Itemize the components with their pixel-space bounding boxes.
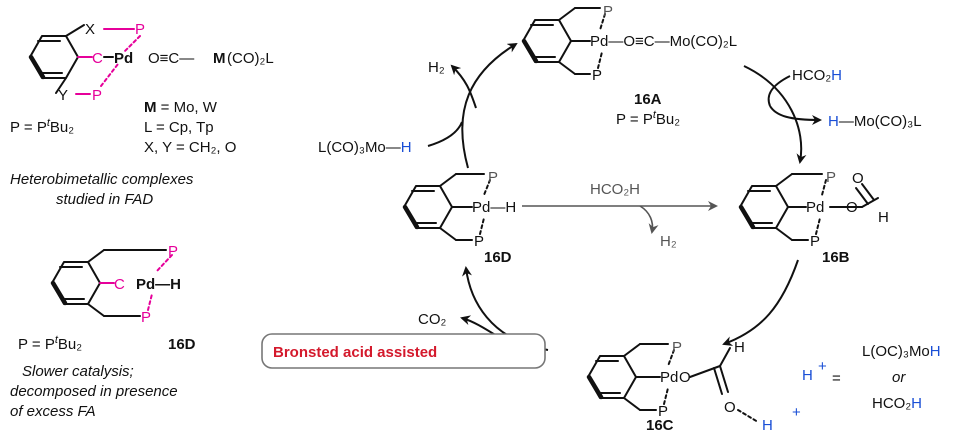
legend-line3: HCO₂H [872, 395, 922, 412]
atom-PdH: Pd—H [136, 276, 181, 293]
P-definition-16A: P = PtBu₂ [616, 109, 680, 128]
atom-C: C [92, 50, 103, 67]
P-definition: P = PtBu₂ [10, 117, 74, 136]
atom-Pd: Pd [806, 199, 824, 216]
label-16D-left: 16D [168, 336, 196, 353]
atom-M: M [213, 50, 226, 67]
atom-Pd: Pd [660, 369, 678, 386]
M-definition: M = Mo, W [144, 99, 218, 116]
H-plus-sign: + [792, 404, 801, 421]
legend-line1: L(OC)₃MoH [862, 343, 941, 360]
atom-H: H [734, 339, 745, 356]
arrow-H2-mid-release [639, 205, 659, 234]
reagent-LMoH: L(CO)₃Mo—H [318, 139, 412, 156]
bronsted-badge-text: Bronsted acid assisted [273, 344, 437, 361]
label-16D-cycle: 16D [484, 249, 512, 266]
atom-Pd: Pd [114, 50, 133, 67]
note-excess-FA: of excess FA [10, 403, 96, 420]
chain-ML: (CO)₂L [227, 50, 274, 67]
H-plus: H [762, 417, 773, 434]
caption-FAD: studied in FAD [56, 191, 153, 208]
atom-P-bot: P [810, 233, 820, 250]
heterobimetallic-complex-structure: X P C Pd O≡C— M (CO)₂L Y P [28, 21, 274, 104]
reagent-H2-top: H₂ [428, 59, 445, 76]
reagent-HCO2H-mid: HCO₂H [590, 181, 640, 198]
arrow-16A-to-16B [743, 65, 807, 164]
arrow-HMo-out [769, 105, 822, 125]
atom-P-bot: P [474, 233, 484, 250]
atom-P-bot: P [592, 67, 602, 84]
atom-P-top: P [168, 243, 178, 260]
L-definition: L = Cp, Tp [144, 119, 214, 136]
label-16B: 16B [822, 249, 850, 266]
atom-P-top: P [603, 3, 613, 20]
note-slower: Slower catalysis; [22, 363, 134, 380]
atom-H: H [878, 209, 889, 226]
atom-PdH: Pd—H [472, 199, 516, 216]
atom-P-top: P [135, 21, 145, 38]
XY-definition: X, Y = CH₂, O [144, 139, 236, 156]
label-16A: 16A [634, 91, 662, 108]
arrow-H2-release [450, 64, 477, 109]
atom-P-bot: P [92, 87, 102, 104]
chain-OCC: O≡C— [148, 50, 194, 67]
complex-16D-reference-structure: P C Pd—H P [50, 243, 181, 326]
complex-16D-structure: P Pd—H P [402, 169, 516, 250]
legend-H: H [802, 367, 813, 384]
arrow-16D-to-16A [461, 42, 518, 169]
legend-eq: = [832, 370, 841, 387]
arrow-HCO2H-in [767, 75, 791, 107]
complex-16A-structure: P Pd—O≡C—Mo(CO)₂L P [521, 3, 737, 84]
atom-P-bot: P [658, 403, 668, 420]
note-decomposed: decomposed in presence [10, 383, 178, 400]
product-CO2: CO₂ [418, 311, 447, 328]
product-H2-mid: H₂ [660, 233, 677, 250]
reagent-HCO2H-top: HCO₂H [792, 67, 842, 84]
caption-heterobimetallic: Heterobimetallic complexes [10, 171, 194, 188]
atom-Y: Y [58, 87, 68, 104]
legend-or: or [892, 369, 906, 386]
arrow-LMoH-in [427, 121, 463, 147]
atom-P-top: P [826, 169, 836, 186]
legend-plus: + [818, 358, 827, 375]
bronsted-badge [261, 333, 546, 369]
atom-P-bot: P [141, 309, 151, 326]
label-16C: 16C [646, 417, 674, 434]
P-definition-16D: P = PtBu₂ [18, 334, 82, 353]
complex-16B-structure: P Pd O O H P [738, 169, 889, 250]
atom-X: X [85, 21, 95, 38]
atom-P-top: P [672, 339, 682, 356]
atom-O: O [679, 369, 691, 386]
product-HMo: H—Mo(CO)₃L [828, 113, 922, 130]
atom-C: C [114, 276, 125, 293]
arrow-16B-to-16C [722, 259, 799, 346]
atom-O-carbonyl: O [724, 399, 736, 416]
atom-O: O [846, 199, 858, 216]
chain-16A: Pd—O≡C—Mo(CO)₂L [590, 33, 737, 50]
atom-P-top: P [488, 169, 498, 186]
atom-O-carbonyl: O [852, 170, 864, 187]
complex-16C-structure: P Pd O H O H + P [586, 339, 801, 434]
